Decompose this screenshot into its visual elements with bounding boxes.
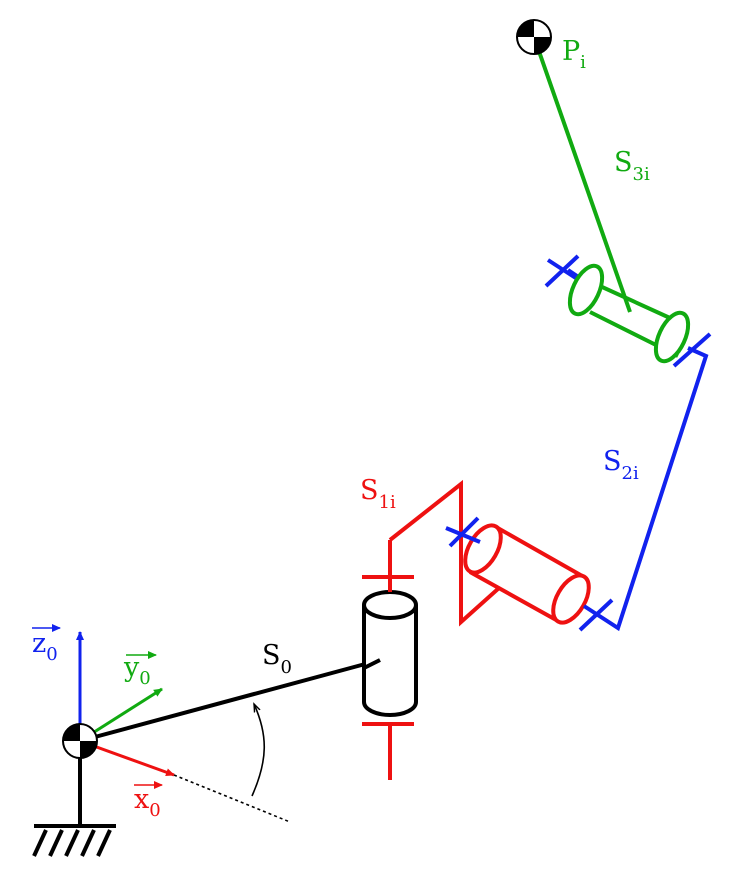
frame-0	[76, 631, 291, 823]
revolute-joint-cylinder-1	[362, 590, 418, 717]
label-z0: z0	[32, 624, 61, 665]
ground-hatch-icon	[32, 829, 112, 857]
svg-text:z0: z0	[32, 628, 58, 665]
point-pi-center-of-mass-icon	[516, 19, 552, 55]
revolute-joint-cylinder-2	[463, 523, 591, 625]
x0-projection-dashed	[173, 774, 291, 823]
rotation-angle-arc	[251, 704, 266, 797]
origin-center-of-mass-icon	[62, 723, 98, 759]
body-s2	[445, 254, 712, 632]
body-s1	[362, 479, 591, 780]
svg-text:y0: y0	[123, 652, 151, 689]
revolute-joint-cylinder-3	[567, 263, 691, 364]
body-s3	[532, 36, 691, 364]
label-s3i: S3i	[614, 147, 650, 185]
label-s2i: S2i	[603, 446, 639, 484]
label-pi: Pi	[562, 36, 586, 73]
svg-text:x0: x0	[134, 784, 161, 821]
label-s0: S0	[262, 640, 292, 678]
ground-base	[32, 745, 116, 857]
label-s1i: S1i	[360, 475, 396, 513]
label-x0: x0	[134, 781, 163, 821]
label-y0: y0	[123, 651, 157, 689]
body-s0	[79, 590, 418, 797]
